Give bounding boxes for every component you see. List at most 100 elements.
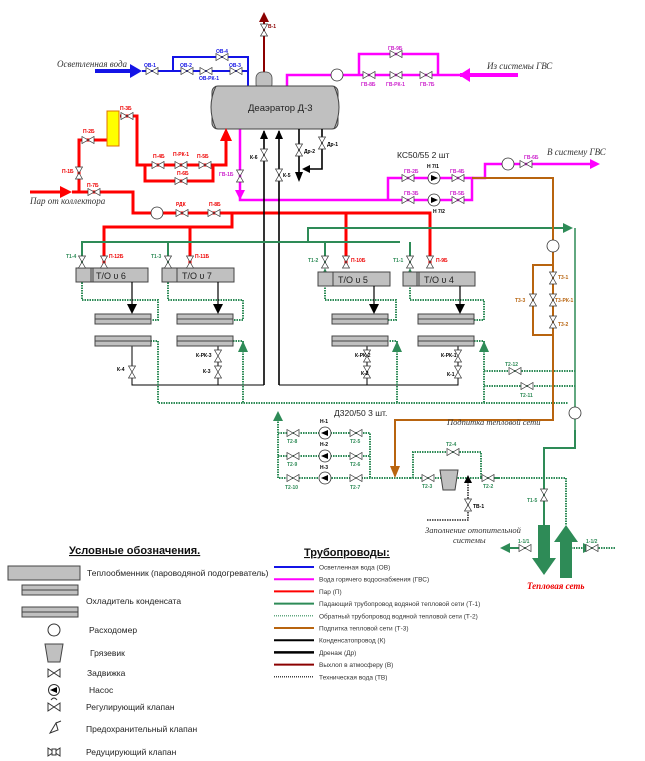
legend-labels: Теплообменник (пароводяной подогреватель… xyxy=(86,568,269,757)
gate-valve-icon[interactable] xyxy=(401,173,415,183)
gate-valve-icon[interactable] xyxy=(198,160,212,170)
valve-label: К-1 xyxy=(447,372,455,378)
gate-valve-icon[interactable] xyxy=(213,349,223,363)
gate-valve-icon[interactable] xyxy=(446,447,460,457)
valve-label: П-12Б xyxy=(109,254,124,260)
gate-valve-icon[interactable] xyxy=(425,255,435,269)
valve-label: К-6 xyxy=(250,155,258,161)
valves[interactable] xyxy=(74,23,599,553)
gate-valve-icon[interactable] xyxy=(421,473,435,483)
valve-label: 1-1/2 xyxy=(586,539,598,545)
pipeline-legend-label: Подпитка тепловой сети (Т-3) xyxy=(319,625,409,633)
heat-exchanger-to4[interactable] xyxy=(402,271,476,287)
gate-valve-icon[interactable] xyxy=(362,365,372,379)
gate-valve-icon[interactable] xyxy=(539,488,549,502)
gate-valve-icon[interactable] xyxy=(405,255,415,269)
gate-valve-icon[interactable] xyxy=(585,543,599,553)
pipeline-legend-label: Вода горячего водоснабжения (ГВС) xyxy=(319,576,429,584)
gate-valve-icon[interactable] xyxy=(294,143,304,157)
gate-valve-icon[interactable] xyxy=(401,195,415,205)
gate-valve-icon[interactable] xyxy=(349,473,363,483)
gate-valve-icon[interactable] xyxy=(199,66,213,76)
valve-label: Н-3 xyxy=(320,465,328,471)
gate-valve-icon[interactable] xyxy=(87,187,101,197)
filling-label: Заполнение отопительной xyxy=(425,525,522,535)
to7-label: Т/О υ 7 xyxy=(182,271,212,281)
valve-label: ГВ-7Б xyxy=(420,82,435,88)
to-gvs-label: В систему ГВС xyxy=(547,147,607,157)
gate-valve-icon[interactable] xyxy=(389,70,403,80)
gate-valve-icon[interactable] xyxy=(175,208,189,218)
gate-valve-icon[interactable] xyxy=(349,451,363,461)
gate-valve-icon[interactable] xyxy=(389,49,403,59)
gate-valve-icon[interactable] xyxy=(163,255,173,269)
gate-valve-icon[interactable] xyxy=(77,255,87,269)
gate-valve-icon[interactable] xyxy=(215,52,229,62)
gate-valve-icon[interactable] xyxy=(341,255,351,269)
valve-label: Н 7/2 xyxy=(433,209,445,215)
valve-label: ГВ-5Б xyxy=(450,191,465,197)
gate-valve-icon[interactable] xyxy=(463,498,473,512)
makeup-label: Подпитка тепловой сети xyxy=(446,417,541,427)
gate-valve-icon[interactable] xyxy=(349,428,363,438)
gate-valve-icon[interactable] xyxy=(508,366,522,376)
gate-valve-icon[interactable] xyxy=(453,349,463,363)
gate-valve-icon[interactable] xyxy=(520,381,534,391)
gate-valve-icon[interactable] xyxy=(320,255,330,269)
svg-text:Насос: Насос xyxy=(89,685,114,695)
gate-valve-icon[interactable] xyxy=(518,543,532,553)
valve-label: Т1-2 xyxy=(308,258,319,264)
gate-valve-icon[interactable] xyxy=(451,173,465,183)
gate-valve-icon[interactable] xyxy=(185,255,195,269)
valve-label: ГВ-РК-1 xyxy=(386,82,405,88)
gate-valve-icon[interactable] xyxy=(259,148,269,162)
gate-valve-icon[interactable] xyxy=(235,169,245,183)
gate-valve-icon[interactable] xyxy=(362,70,376,80)
gate-valve-icon[interactable] xyxy=(419,70,433,80)
svg-text:Расходомер: Расходомер xyxy=(89,625,137,635)
gate-valve-icon[interactable] xyxy=(362,349,372,363)
gate-valve-icon[interactable] xyxy=(180,66,194,76)
valve-label: Т2-3 xyxy=(422,484,433,490)
gate-valve-icon[interactable] xyxy=(145,66,159,76)
gate-valve-icon xyxy=(47,668,61,678)
gate-valve-icon[interactable] xyxy=(74,166,84,180)
gate-valve-icon[interactable] xyxy=(286,451,300,461)
heat-network-label: Тепловая сеть xyxy=(527,581,585,591)
gate-valve-icon[interactable] xyxy=(451,195,465,205)
gate-valve-icon[interactable] xyxy=(274,168,284,182)
gate-valve-icon[interactable] xyxy=(481,473,495,483)
gate-valve-icon[interactable] xyxy=(207,208,221,218)
gate-valve-icon[interactable] xyxy=(259,23,269,37)
valve-label: ТВ-1 xyxy=(473,504,484,510)
gate-valve-icon[interactable] xyxy=(286,473,300,483)
valve-label: Т2-10 xyxy=(285,485,298,491)
legend-title: Условные обозначения. xyxy=(69,545,200,557)
gate-valve-icon[interactable] xyxy=(174,160,188,170)
gate-valve-icon[interactable] xyxy=(120,111,134,121)
gate-valve-icon[interactable] xyxy=(548,271,558,285)
valve-label: Т2-9 xyxy=(287,462,298,468)
valve-label: К-2 xyxy=(361,371,369,377)
heat-exchanger-to7[interactable] xyxy=(161,267,235,283)
gate-valve-icon[interactable] xyxy=(213,365,223,379)
valve-label: Т1-1 xyxy=(393,258,404,264)
gate-valve-icon[interactable] xyxy=(548,315,558,329)
svg-text:Задвижка: Задвижка xyxy=(87,668,126,678)
gate-valve-icon[interactable] xyxy=(519,159,533,169)
gate-valve-icon[interactable] xyxy=(286,428,300,438)
gate-valve-icon[interactable] xyxy=(174,176,188,186)
gate-valve-icon[interactable] xyxy=(127,365,137,379)
heat-exchanger-to6[interactable] xyxy=(75,267,149,283)
gate-valve-icon[interactable] xyxy=(548,293,558,307)
svg-text:Предохранительный клапан: Предохранительный клапан xyxy=(86,724,197,734)
deaerator-label: Деаэратор Д-3 xyxy=(248,103,313,114)
heat-exchanger-to5[interactable] xyxy=(317,271,391,287)
gate-valve-icon[interactable] xyxy=(453,365,463,379)
gate-valve-icon[interactable] xyxy=(151,160,165,170)
gate-valve-icon[interactable] xyxy=(317,136,327,150)
gate-valve-icon[interactable] xyxy=(229,66,243,76)
gate-valve-icon[interactable] xyxy=(99,255,109,269)
gate-valve-icon[interactable] xyxy=(528,293,538,307)
gate-valve-icon[interactable] xyxy=(81,135,95,145)
